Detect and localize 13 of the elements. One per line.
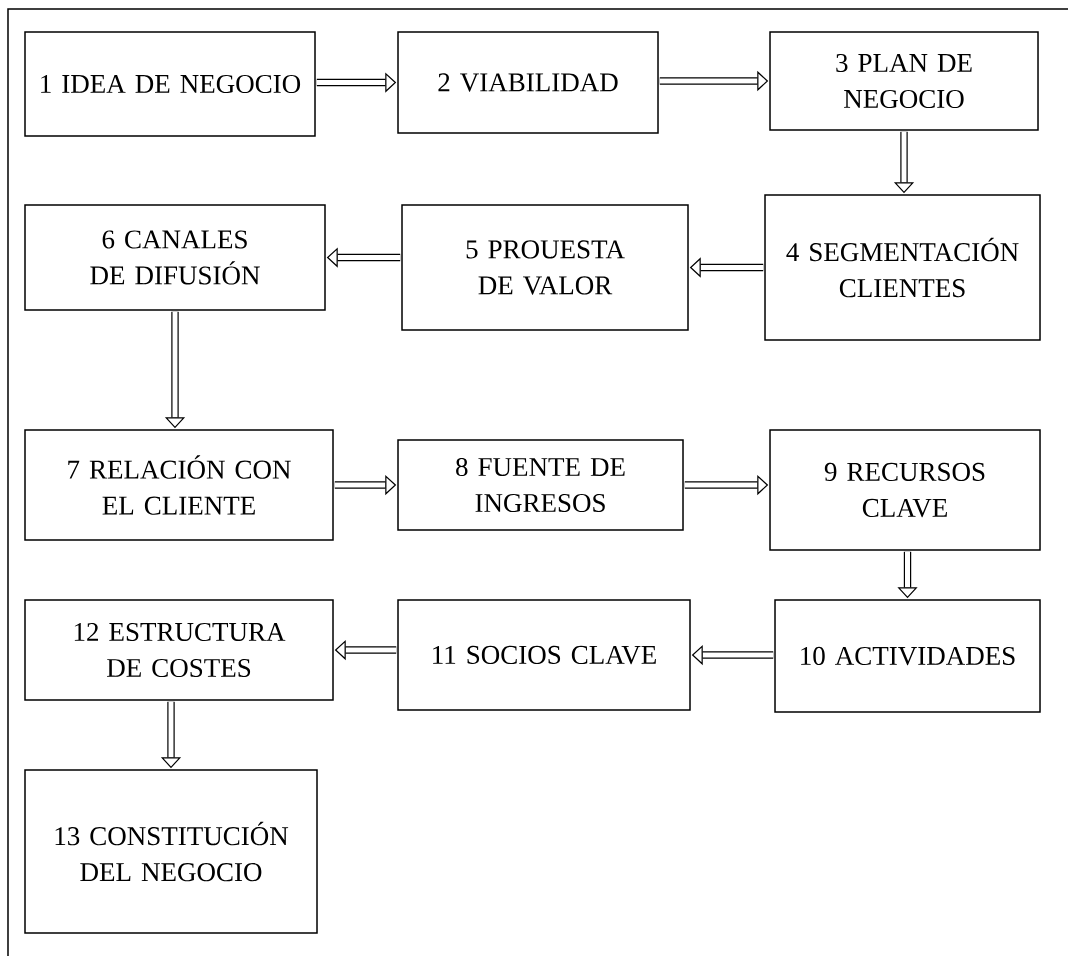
process-box: 7 RELACIÓN CON EL CLIENTE [24, 429, 334, 541]
process-box: 13 CONSTITUCIÓN DEL NEGOCIO [24, 769, 318, 934]
process-box: 1 IDEA DE NEGOCIO [24, 31, 316, 137]
process-box: 5 PROUESTA DE VALOR [401, 204, 689, 331]
process-box: 8 FUENTE DE INGRESOS [397, 439, 684, 531]
process-box: 9 RECURSOS CLAVE [769, 429, 1041, 551]
process-box: 12 ESTRUCTURA DE COSTES [24, 599, 334, 701]
process-box: 11 SOCIOS CLAVE [397, 599, 691, 711]
process-box: 2 VIABILIDAD [397, 31, 659, 134]
process-box: 3 PLAN DE NEGOCIO [769, 31, 1039, 131]
process-box: 4 SEGMENTACIÓN CLIENTES [764, 194, 1041, 341]
process-box: 6 CANALES DE DIFUSIÓN [24, 204, 326, 311]
process-box: 10 ACTIVIDADES [774, 599, 1041, 713]
